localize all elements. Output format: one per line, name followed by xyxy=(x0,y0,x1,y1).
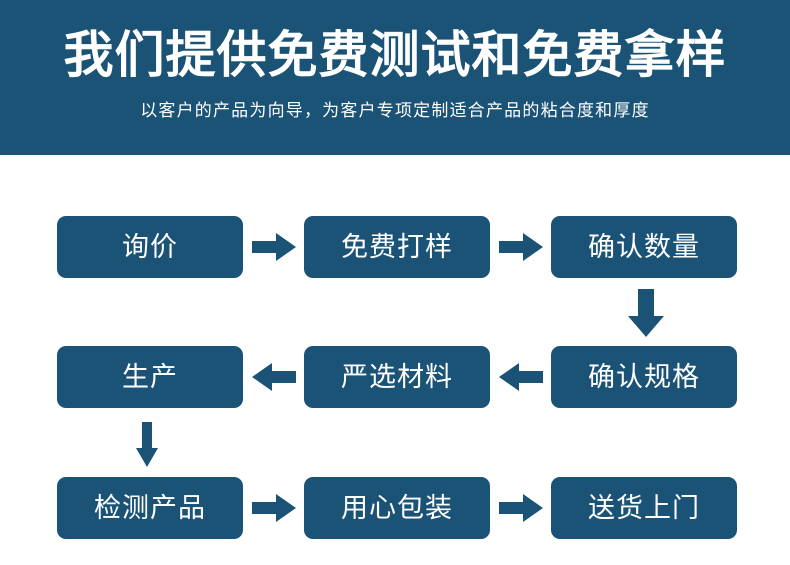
flow-step-inquiry[interactable]: 询价 xyxy=(57,216,243,278)
flow-step-product-inspection[interactable]: 检测产品 xyxy=(57,477,243,539)
flow-step-material-selection[interactable]: 严选材料 xyxy=(304,346,490,408)
flow-step-confirm-quantity[interactable]: 确认数量 xyxy=(551,216,737,278)
arrow-right-icon xyxy=(499,493,543,523)
page-banner: 我们提供免费测试和免费拿样 以客户的产品为向导，为客户专项定制适合产品的粘合度和… xyxy=(0,0,790,155)
arrow-right-icon xyxy=(499,232,543,262)
arrow-right-icon xyxy=(252,232,296,262)
page-subtitle: 以客户的产品为向导，为客户专项定制适合产品的粘合度和厚度 xyxy=(140,101,650,120)
process-flow-diagram: 询价 免费打样 确认数量 生产 严选材料 确认规格 xyxy=(0,155,790,565)
arrow-left-icon xyxy=(252,362,296,392)
arrow-down-icon xyxy=(135,422,159,468)
flow-step-careful-packaging[interactable]: 用心包装 xyxy=(304,477,490,539)
flow-step-door-delivery[interactable]: 送货上门 xyxy=(551,477,737,539)
arrow-right-icon xyxy=(252,493,296,523)
flow-step-free-sampling[interactable]: 免费打样 xyxy=(304,216,490,278)
flow-step-confirm-specification[interactable]: 确认规格 xyxy=(551,346,737,408)
page-title: 我们提供免费测试和免费拿样 xyxy=(63,27,727,83)
arrow-left-icon xyxy=(499,362,543,392)
arrow-down-icon xyxy=(627,289,665,338)
flow-step-production[interactable]: 生产 xyxy=(57,346,243,408)
